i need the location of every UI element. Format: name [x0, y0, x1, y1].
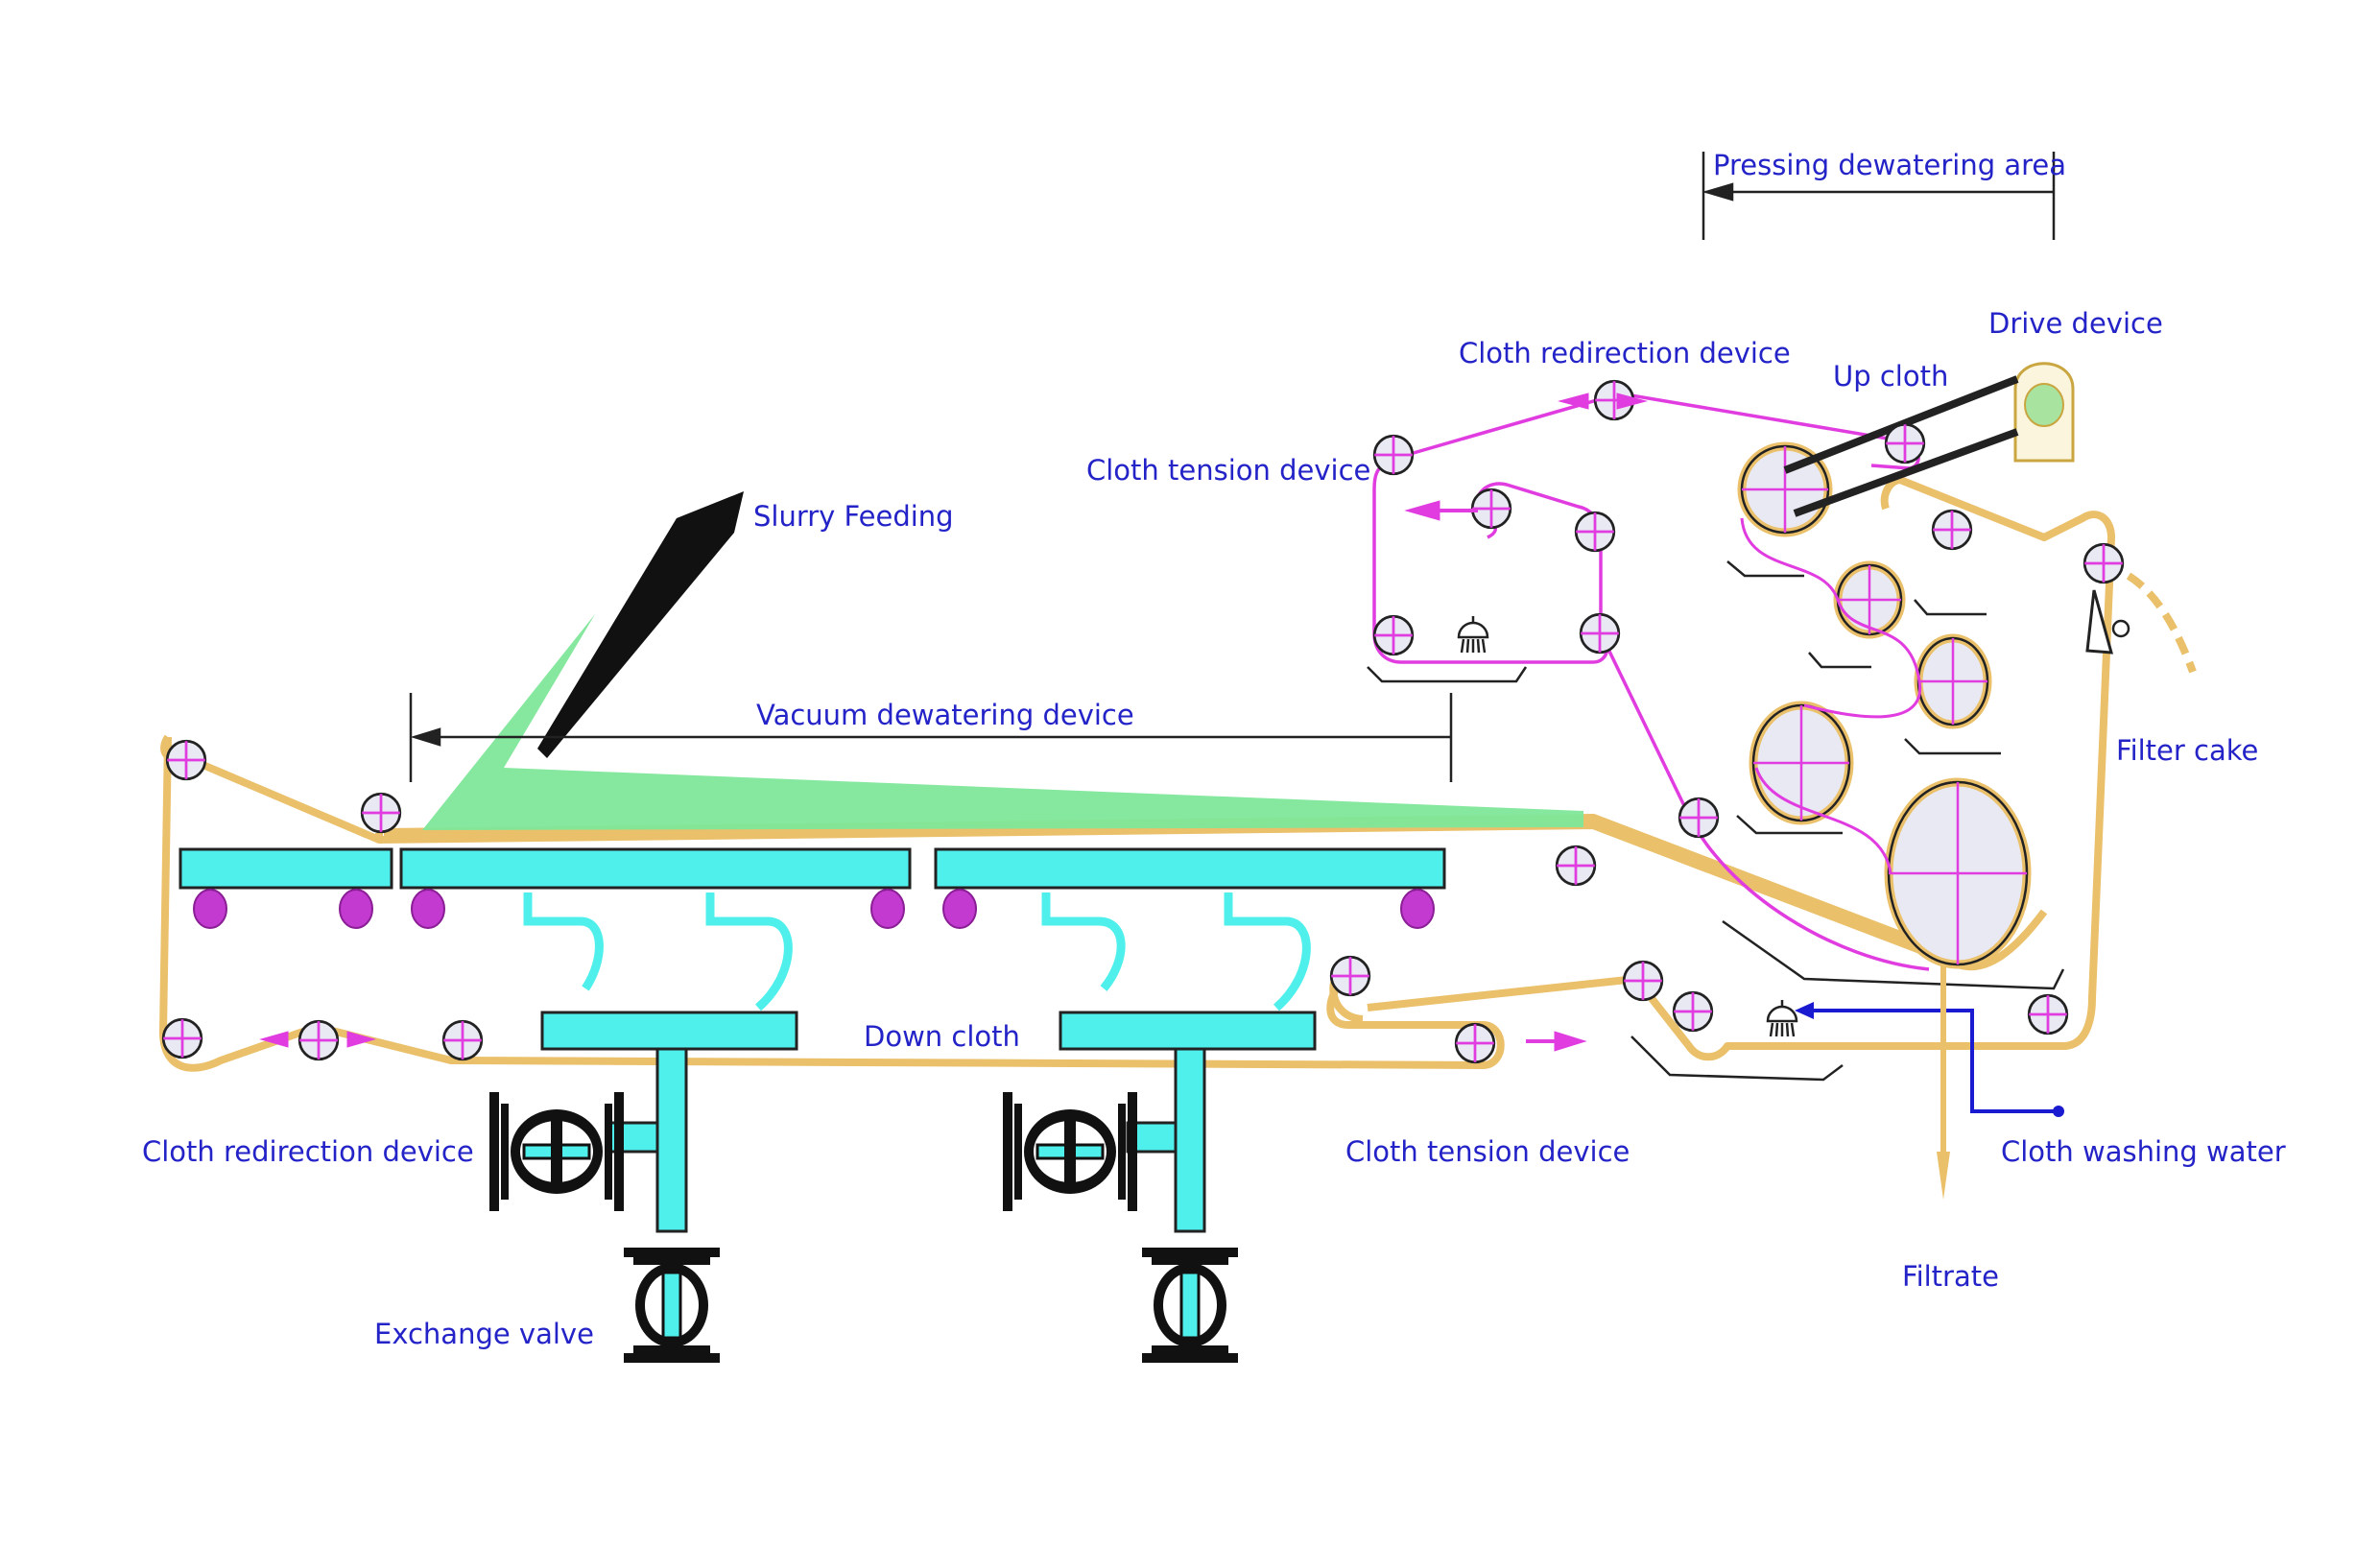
roller-10 [1672, 990, 1714, 1033]
roller-1 [165, 739, 207, 781]
roller-2 [360, 792, 402, 834]
label-drive-device: Drive device [1988, 307, 2163, 340]
roller-21 [1931, 509, 1973, 551]
exchange-valve-2 [1142, 1246, 1238, 1365]
roller-19 [1884, 422, 1926, 464]
vacuum-hoses [523, 892, 1311, 1012]
roller-5 [441, 1019, 484, 1061]
roller-17 [1579, 612, 1621, 654]
label-vacuum-device: Vacuum dewatering device [756, 699, 1134, 731]
nozzle-bottom [1766, 998, 1798, 1038]
filter-cake-drop [2126, 572, 2197, 674]
roller-14 [1470, 488, 1512, 530]
support-rollers [193, 889, 1435, 929]
dimension-lines [409, 152, 2056, 782]
roller-9 [1622, 960, 1664, 1002]
roller-15 [1574, 511, 1616, 553]
roller-13 [1372, 434, 1415, 476]
tension-arrows [259, 393, 1648, 1052]
roller-7 [1329, 955, 1371, 997]
label-cloth-redirection-top: Cloth redirection device [1459, 337, 1791, 369]
side-valve-1 [489, 1090, 624, 1213]
roller-3 [161, 1017, 203, 1059]
roller-12 [2082, 542, 2125, 584]
roller-6 [1454, 1022, 1496, 1064]
down-cloth-filter-band [383, 813, 1961, 966]
label-cloth-tension-top: Cloth tension device [1086, 454, 1370, 487]
scraper [2085, 589, 2130, 654]
label-pressing-area: Pressing dewatering area [1713, 149, 2066, 181]
label-cloth-tension-bottom: Cloth tension device [1345, 1135, 1630, 1168]
drip-trays [1367, 560, 2065, 1082]
washing-water-line [1795, 1002, 2064, 1117]
exchange-valve-1 [624, 1246, 720, 1365]
roller-11 [2027, 993, 2069, 1035]
nozzle-top [1457, 614, 1489, 654]
side-valve-2 [1003, 1090, 1137, 1213]
roller-8 [1555, 845, 1597, 887]
up-cloth-serpentine [1740, 517, 1921, 874]
label-slurry-feeding: Slurry Feeding [753, 500, 954, 533]
vacuum-boxes [178, 847, 1446, 890]
label-filtrate: Filtrate [1902, 1260, 1999, 1293]
label-up-cloth: Up cloth [1833, 360, 1948, 393]
label-cloth-washing-water: Cloth washing water [2001, 1135, 2286, 1168]
label-cloth-redirection-bottom: Cloth redirection device [142, 1135, 474, 1168]
roller-4 [298, 1019, 340, 1061]
label-filter-cake: Filter cake [2116, 734, 2258, 767]
labels: Pressing dewatering area Drive device Cl… [142, 149, 2286, 1350]
roller-20 [1678, 797, 1720, 839]
label-exchange-valve: Exchange valve [374, 1318, 594, 1350]
filtrate-arrow [1937, 964, 1950, 1200]
slurry-layer [422, 614, 1583, 830]
slurry-feed-pipe [537, 491, 744, 758]
roller-16 [1372, 614, 1415, 656]
label-down-cloth: Down cloth [864, 1020, 1020, 1053]
